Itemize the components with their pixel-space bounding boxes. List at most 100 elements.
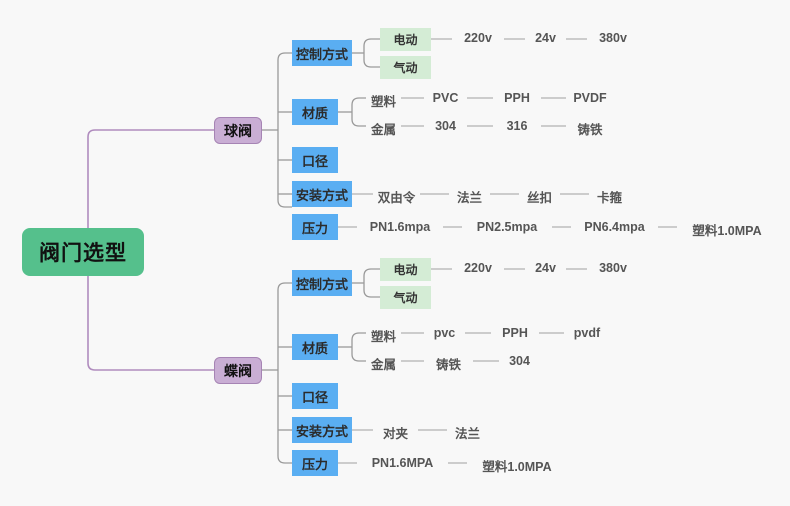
subnode-metal-butterfly[interactable]: 金属: [366, 354, 401, 373]
leaf-union-ball[interactable]: 双由令: [373, 187, 420, 206]
subnode-label: 塑料: [370, 330, 396, 344]
leaf-label: 220v: [464, 261, 492, 275]
category-node-installation-butterfly[interactable]: 安装方式: [292, 417, 352, 443]
leaf-304-butterfly[interactable]: 304: [499, 354, 540, 368]
category-label: 安装方式: [295, 423, 348, 439]
subnode-metal-ball[interactable]: 金属: [366, 119, 401, 138]
leaf-cast-iron-ball[interactable]: 铸铁: [566, 119, 614, 138]
leaf-24v-butterfly[interactable]: 24v: [525, 261, 566, 275]
category-label: 材质: [301, 340, 328, 356]
leaf-label: 塑料1.0MPA: [692, 224, 762, 238]
leaf-label: PN1.6MPA: [371, 456, 434, 470]
leaf-label: 铸铁: [577, 123, 603, 137]
category-node-pressure-butterfly[interactable]: 压力: [292, 450, 338, 476]
subnode-label: 电动: [393, 263, 418, 277]
category-label: 控制方式: [295, 46, 348, 62]
category-node-material-butterfly[interactable]: 材质: [292, 334, 338, 360]
subnode-pneumatic-ball[interactable]: 气动: [380, 56, 431, 79]
category-node-caliber-ball[interactable]: 口径: [292, 147, 338, 173]
leaf-label: PN2.5mpa: [476, 220, 538, 234]
leaf-pn16mpa-butterfly[interactable]: PN1.6MPA: [357, 456, 448, 470]
leaf-label: 304: [435, 119, 456, 133]
leaf-label: 双由令: [377, 191, 416, 205]
leaf-label: pvc: [433, 326, 456, 340]
leaf-label: 法兰: [456, 191, 482, 205]
leaf-label: PPH: [502, 326, 528, 340]
leaf-pvc-butterfly[interactable]: pvc: [424, 326, 465, 340]
leaf-label: 丝扣: [526, 191, 552, 205]
leaf-pvdf-ball[interactable]: PVDF: [566, 91, 614, 105]
leaf-label: PN1.6mpa: [369, 220, 431, 234]
leaf-316-ball[interactable]: 316: [493, 119, 541, 133]
leaf-label: pvdf: [573, 326, 601, 340]
leaf-label: 对夹: [382, 427, 408, 441]
subnode-pneumatic-butterfly[interactable]: 气动: [380, 286, 431, 309]
leaf-thread-ball[interactable]: 丝扣: [519, 187, 560, 206]
leaf-label: 24v: [535, 31, 556, 45]
leaf-plastic10mpa-butterfly[interactable]: 塑料1.0MPA: [467, 456, 567, 475]
leaf-label: PVDF: [573, 91, 607, 105]
leaf-label: 铸铁: [435, 358, 461, 372]
leaf-pn64mpa-ball[interactable]: PN6.4mpa: [571, 220, 658, 234]
category-label: 口径: [301, 153, 328, 169]
leaf-pph-butterfly[interactable]: PPH: [491, 326, 539, 340]
subnode-label: 金属: [370, 123, 396, 137]
leaf-label: 380v: [599, 261, 627, 275]
branch-label: 球阀: [224, 122, 252, 139]
leaf-pn25mpa-ball[interactable]: PN2.5mpa: [462, 220, 552, 234]
leaf-cast-iron-butterfly[interactable]: 铸铁: [424, 354, 473, 373]
leaf-label: PVC: [432, 91, 459, 105]
category-node-pressure-ball[interactable]: 压力: [292, 214, 338, 240]
leaf-pvdf-butterfly[interactable]: pvdf: [564, 326, 610, 340]
category-label: 控制方式: [295, 276, 348, 292]
category-label: 压力: [301, 220, 328, 236]
branch-label: 蝶阀: [224, 362, 252, 379]
branch-node-butterfly-valve[interactable]: 蝶阀: [214, 357, 262, 384]
category-node-caliber-butterfly[interactable]: 口径: [292, 383, 338, 409]
category-label: 材质: [301, 105, 328, 121]
category-node-installation-ball[interactable]: 安装方式: [292, 181, 352, 207]
branch-node-ball-valve[interactable]: 球阀: [214, 117, 262, 144]
leaf-label: 380v: [599, 31, 627, 45]
subnode-plastic-ball[interactable]: 塑料: [366, 91, 401, 110]
leaf-pph-ball[interactable]: PPH: [493, 91, 541, 105]
leaf-220v-butterfly[interactable]: 220v: [452, 261, 504, 275]
leaf-label: 220v: [464, 31, 492, 45]
category-node-control-method-ball[interactable]: 控制方式: [292, 40, 352, 66]
leaf-label: 塑料1.0MPA: [482, 460, 552, 474]
leaf-label: 卡箍: [596, 191, 622, 205]
leaf-label: PN6.4mpa: [584, 220, 645, 234]
root-label: 阀门选型: [39, 242, 127, 265]
subnode-label: 气动: [393, 61, 418, 75]
leaf-380v-butterfly[interactable]: 380v: [587, 261, 639, 275]
subnode-electric-butterfly[interactable]: 电动: [380, 258, 431, 281]
leaf-380v-ball[interactable]: 380v: [587, 31, 639, 45]
leaf-220v-ball[interactable]: 220v: [452, 31, 504, 45]
leaf-clamp-ball[interactable]: 卡箍: [589, 187, 630, 206]
leaf-24v-ball[interactable]: 24v: [525, 31, 566, 45]
leaf-label: 法兰: [454, 427, 480, 441]
subnode-label: 塑料: [370, 95, 396, 109]
category-node-control-method-butterfly[interactable]: 控制方式: [292, 270, 352, 296]
category-label: 压力: [301, 456, 328, 472]
category-node-material-ball[interactable]: 材质: [292, 99, 338, 125]
leaf-304-ball[interactable]: 304: [424, 119, 467, 133]
category-label: 安装方式: [295, 187, 348, 203]
root-node[interactable]: 阀门选型: [22, 228, 144, 276]
leaf-label: 24v: [535, 261, 556, 275]
subnode-label: 电动: [393, 33, 418, 47]
leaf-flange-butterfly[interactable]: 法兰: [447, 423, 488, 442]
leaf-pn16mpa-ball[interactable]: PN1.6mpa: [357, 220, 443, 234]
leaf-label: 304: [509, 354, 530, 368]
leaf-flange-ball[interactable]: 法兰: [449, 187, 490, 206]
leaf-label: 316: [506, 119, 528, 133]
leaf-plastic10mpa-ball[interactable]: 塑料1.0MPA: [677, 220, 777, 239]
category-label: 口径: [301, 389, 328, 405]
leaf-wafer-butterfly[interactable]: 对夹: [373, 423, 418, 442]
subnode-electric-ball[interactable]: 电动: [380, 28, 431, 51]
subnode-label: 气动: [393, 291, 418, 305]
leaf-label: PPH: [504, 91, 530, 105]
subnode-plastic-butterfly[interactable]: 塑料: [366, 326, 401, 345]
leaf-pvc-ball[interactable]: PVC: [424, 91, 467, 105]
